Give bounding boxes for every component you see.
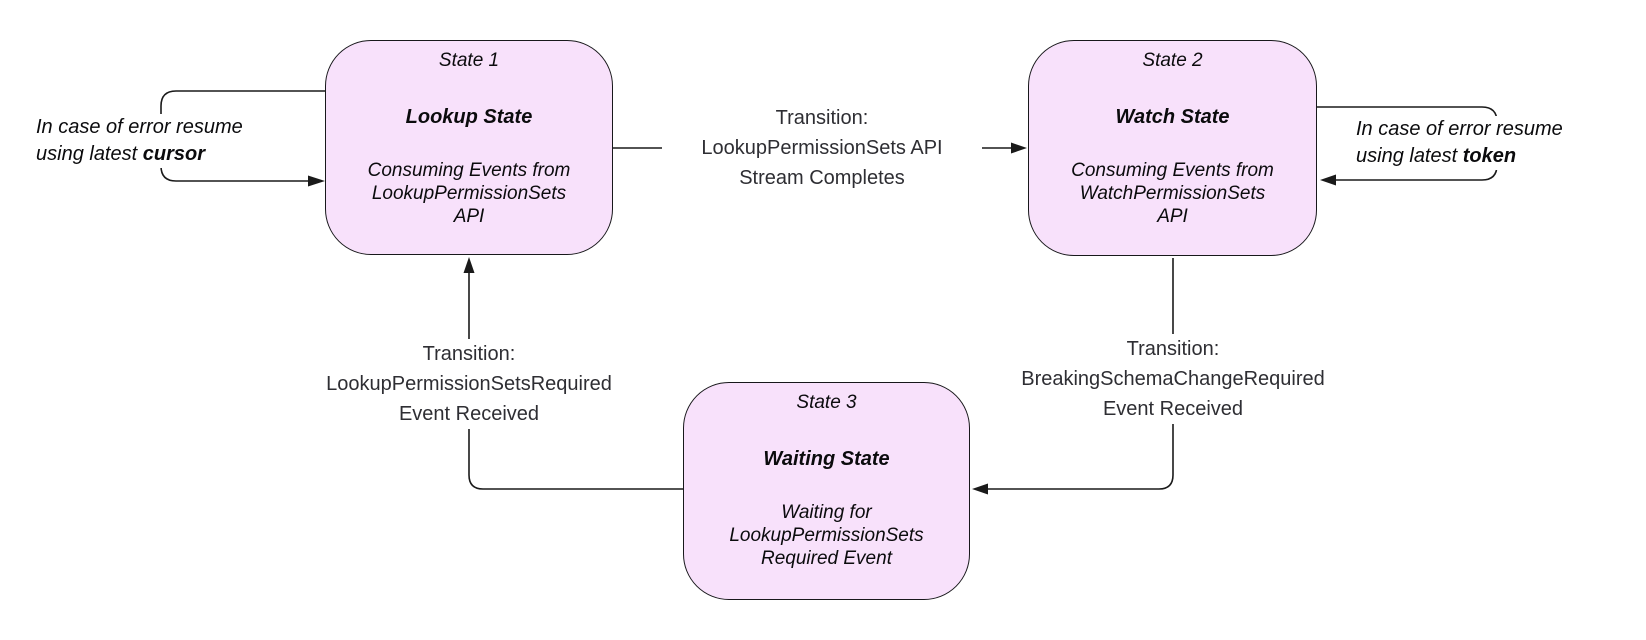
state-node-watch: State 2 Watch State Consuming Events fro… — [1028, 40, 1317, 256]
state-title: State 2 — [1142, 50, 1203, 71]
state-node-lookup: State 1 Lookup State Consuming Events fr… — [325, 40, 613, 255]
error-loop-label-cursor: In case of error resume using latest cur… — [32, 114, 247, 168]
transition-label-breaking-schema-change: Transition: BreakingSchemaChangeRequired… — [1013, 334, 1333, 424]
arrowhead-into-state1-left — [308, 175, 325, 187]
state-name: Lookup State — [405, 106, 533, 128]
arrowhead-into-state1-bottom — [463, 257, 475, 273]
state-title: State 3 — [796, 392, 857, 413]
error-loop-label-token: In case of error resume using latest tok… — [1352, 116, 1567, 170]
state-name: Watch State — [1115, 106, 1230, 128]
arrowhead-into-state3-right — [972, 483, 988, 495]
state-description: Consuming Events from LookupPermissionSe… — [367, 160, 571, 227]
arrowhead-into-state2-left — [1011, 142, 1027, 154]
error-keyword-token: token — [1462, 145, 1517, 167]
state-node-waiting: State 3 Waiting State Waiting for Lookup… — [683, 382, 970, 600]
state-description: Consuming Events from WatchPermissionSet… — [1071, 160, 1274, 227]
arrowhead-into-state2-right — [1320, 174, 1336, 186]
transition-label-lookup-required: Transition: LookupPermissionSetsRequired… — [309, 339, 629, 429]
error-keyword-cursor: cursor — [142, 143, 205, 165]
state-description: Waiting for LookupPermissionSets Require… — [729, 502, 924, 569]
state-name: Waiting State — [763, 448, 890, 470]
transition-label-stream-completes: Transition: LookupPermissionSets API Str… — [662, 103, 982, 193]
state-title: State 1 — [438, 50, 500, 71]
